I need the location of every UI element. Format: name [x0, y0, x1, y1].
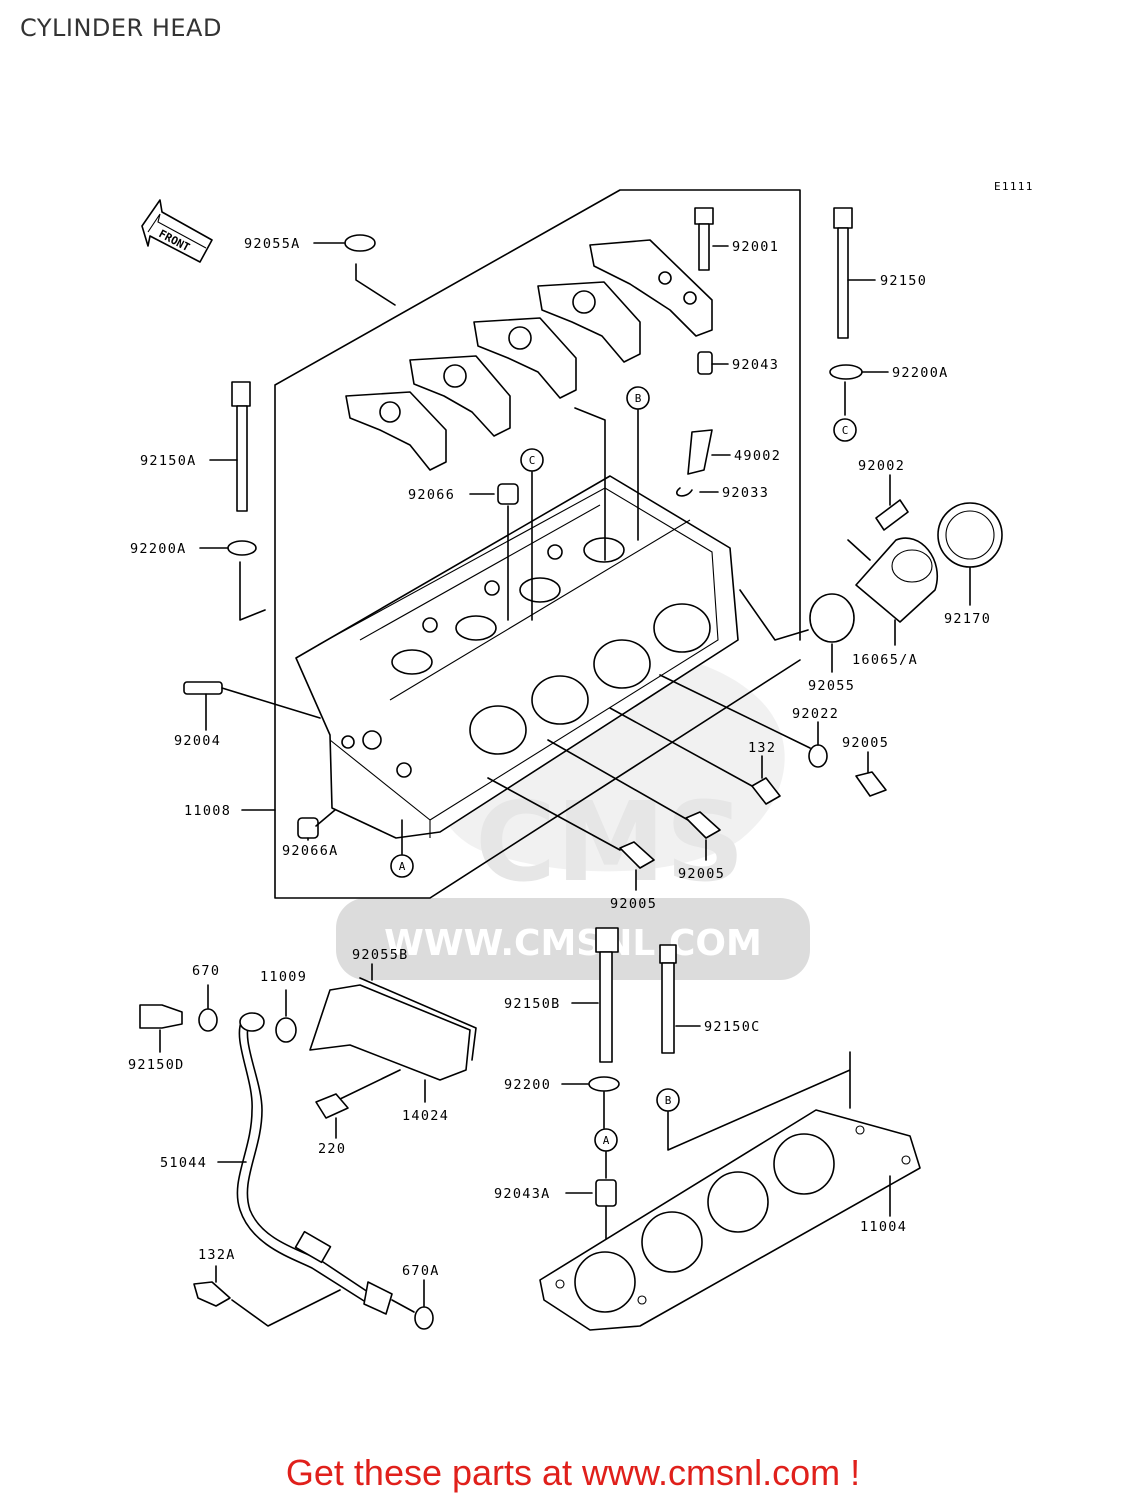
- label-92001: 92001: [732, 239, 779, 255]
- label-11008: 11008: [184, 803, 231, 819]
- label-92055A: 92055A: [244, 236, 301, 252]
- callout-a-head-label: A: [399, 860, 406, 873]
- bolt-92002: [875, 499, 909, 531]
- footer-link[interactable]: Get these parts at www.cmsnl.com !: [285, 1452, 861, 1493]
- bolt-92005-right: [855, 771, 887, 797]
- label-92150: 92150: [880, 273, 927, 289]
- oring-670A: [414, 1306, 434, 1330]
- callout-c-right-label: C: [842, 424, 849, 437]
- label-92022: 92022: [792, 706, 839, 722]
- part-49002: [687, 429, 713, 475]
- label-49002: 49002: [734, 448, 781, 464]
- bolt-92001: [694, 207, 714, 271]
- label-92005-mid: 92005: [678, 866, 725, 882]
- label-220: 220: [318, 1141, 346, 1157]
- callout-a-low: [594, 1128, 618, 1152]
- label-132: 132: [748, 740, 776, 756]
- gasket-92055B: [359, 977, 477, 1061]
- oring-92055: [809, 593, 855, 643]
- oring-670: [198, 1008, 218, 1032]
- washer-92200A-left: [227, 540, 257, 556]
- label-92150A: 92150A: [140, 453, 197, 469]
- callout-b-low-label: B: [665, 1094, 672, 1107]
- bolt-220: [315, 1093, 349, 1119]
- bolt-92005-low: [619, 841, 655, 869]
- label-51044: 51044: [160, 1155, 207, 1171]
- cover-14024: [309, 984, 471, 1081]
- bolt-92150C: [659, 944, 677, 1054]
- front-arrow-icon: FRONT: [141, 199, 213, 263]
- dowel-92043: [697, 351, 713, 375]
- label-92200A-left: 92200A: [130, 541, 187, 557]
- label-92066: 92066: [408, 487, 455, 503]
- cylinder-head-11008: [295, 475, 739, 839]
- label-92150C: 92150C: [704, 1019, 761, 1035]
- callout-b-top-label: B: [635, 392, 642, 405]
- holder-16065A: [855, 537, 938, 623]
- label-92043: 92043: [732, 357, 779, 373]
- oring-92055A: [344, 234, 376, 252]
- head-gasket-11004: [539, 1109, 921, 1331]
- plug-92150D: [139, 1004, 183, 1029]
- label-92004: 92004: [174, 733, 221, 749]
- bolt-92150B: [595, 927, 619, 1063]
- clamp-92170: [937, 502, 1003, 568]
- label-670A: 670A: [402, 1263, 440, 1279]
- label-92170: 92170: [944, 611, 991, 627]
- stud-92004: [183, 681, 223, 695]
- callout-c-mid: [520, 448, 544, 472]
- callout-b-low: [656, 1088, 680, 1112]
- clip-92033: [676, 487, 693, 497]
- label-670: 670: [192, 963, 220, 979]
- label-92055: 92055: [808, 678, 855, 694]
- cam-caps: [345, 239, 713, 471]
- dowel-92043A: [595, 1179, 617, 1207]
- washer-11009: [275, 1017, 297, 1043]
- label-14024: 14024: [402, 1108, 449, 1124]
- label-92005-right: 92005: [842, 735, 889, 751]
- diagram-code: E1111: [994, 180, 1034, 193]
- washer-92200A-right: [829, 364, 863, 380]
- bolt-132: [751, 777, 781, 805]
- label-92033: 92033: [722, 485, 769, 501]
- watermark-url: WWW.CMSNL.COM: [384, 923, 762, 964]
- watermark-banner: [336, 898, 810, 980]
- watermark-brand: CMS: [475, 778, 744, 906]
- callout-a-head: [390, 854, 414, 878]
- label-92005-low: 92005: [610, 896, 657, 912]
- label-11009: 11009: [260, 969, 307, 985]
- label-92043A: 92043A: [494, 1186, 551, 1202]
- bolt-132A: [193, 1281, 231, 1307]
- callout-b-top: [626, 386, 650, 410]
- label-92150D: 92150D: [128, 1057, 185, 1073]
- label-92066A: 92066A: [282, 843, 339, 859]
- label-92200: 92200: [504, 1077, 551, 1093]
- bolt-92150: [833, 207, 853, 339]
- label-132A: 132A: [198, 1247, 236, 1263]
- plug-92066: [497, 483, 519, 505]
- label-92200A-right: 92200A: [892, 365, 949, 381]
- label-16065A: 16065/A: [852, 652, 918, 668]
- callout-c-right: [833, 418, 857, 442]
- hose-51044: [246, 1019, 381, 1301]
- plug-92066A: [297, 817, 319, 839]
- washer-92200: [588, 1076, 620, 1092]
- washer-92022: [808, 744, 828, 768]
- label-92002: 92002: [858, 458, 905, 474]
- label-92055B: 92055B: [352, 947, 409, 963]
- label-92150B: 92150B: [504, 996, 561, 1012]
- part-labels: 92055A 92001 92150 92043 92200A 49002 92…: [128, 236, 991, 1279]
- bolt-92150A: [231, 381, 251, 512]
- callout-a-low-label: A: [603, 1134, 610, 1147]
- bolt-92005-mid: [685, 811, 721, 839]
- label-11004: 11004: [860, 1219, 907, 1235]
- callout-c-mid-label: C: [529, 454, 536, 467]
- page-title: CYLINDER HEAD: [20, 14, 222, 42]
